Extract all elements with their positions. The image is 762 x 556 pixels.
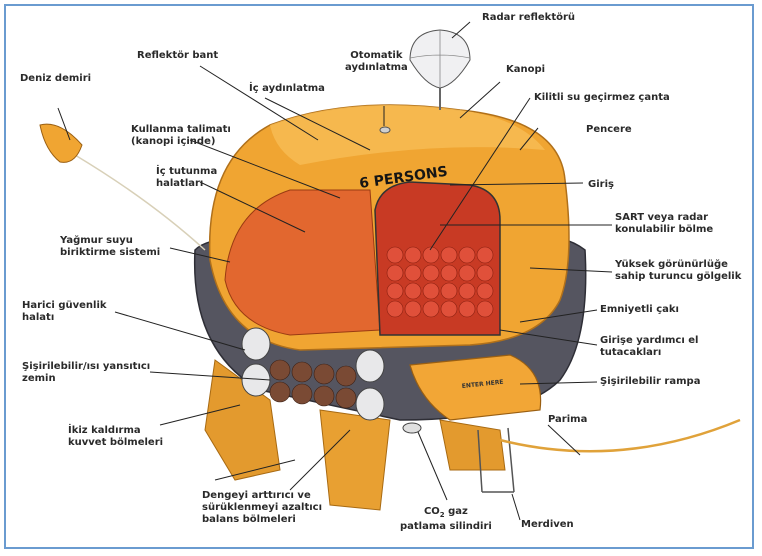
label-external-lifeline-line2: halatı <box>22 312 107 324</box>
label-sart-pocket-line1: SART veya radar <box>615 212 713 224</box>
label-rainwater-collector-line1: Yağmur suyu <box>60 235 160 247</box>
label-high-visibility-canopy: Yüksek görünürlüğe sahip turuncu gölgeli… <box>615 259 741 283</box>
label-instructions-line1: Kullanma talimatı <box>131 124 231 136</box>
label-boarding-handles-line1: Girişe yardımcı el <box>600 335 698 347</box>
label-insulated-floor-line1: Şişirilebilir/ısı yansıtıcı <box>22 361 150 373</box>
label-ballast-pockets-line1: Dengeyi arttırıcı ve <box>202 490 322 502</box>
label-rainwater-collector-line2: biriktirme sistemi <box>60 247 160 259</box>
label-external-lifeline-line1: Harici güvenlik <box>22 300 107 312</box>
label-instructions: Kullanma talimatı (kanopi içinde) <box>131 124 231 148</box>
label-radar-reflector: Radar reflektörü <box>482 12 575 24</box>
label-ballast-pockets-line2: sürüklenmeyi azaltıcı <box>202 502 322 514</box>
label-instructions-line2: (kanopi içinde) <box>131 136 231 148</box>
label-co2-cylinder-line2: patlama silindiri <box>400 521 492 533</box>
label-ballast-pockets: Dengeyi arttırıcı ve sürüklenmeyi azaltı… <box>202 490 322 526</box>
label-inner-lifelines: İç tutunma halatları <box>156 166 217 190</box>
label-interior-light: İç aydınlatma <box>249 83 325 95</box>
label-rainwater-collector: Yağmur suyu biriktirme sistemi <box>60 235 160 259</box>
label-window: Pencere <box>586 124 632 136</box>
label-ballast-pockets-line3: balans bölmeleri <box>202 514 322 526</box>
label-automatic-light-line2: aydınlatma <box>345 62 408 74</box>
label-sart-pocket: SART veya radar konulabilir bölme <box>615 212 713 236</box>
label-co2-cylinder: CO2 gaz patlama silindiri <box>400 506 492 533</box>
label-inner-lifelines-line1: İç tutunma <box>156 166 217 178</box>
label-insulated-floor-line2: zemin <box>22 373 150 385</box>
label-painter: Parima <box>548 414 587 426</box>
label-high-visibility-canopy-line2: sahip turuncu gölgelik <box>615 271 741 283</box>
label-automatic-light: Otomatik aydınlatma <box>345 50 408 74</box>
radar-reflector <box>410 30 470 110</box>
label-high-visibility-canopy-line1: Yüksek görünürlüğe <box>615 259 741 271</box>
label-safety-knife: Emniyetli çakı <box>600 304 679 316</box>
label-entrance: Giriş <box>588 179 614 191</box>
label-sart-pocket-line2: konulabilir bölme <box>615 224 713 236</box>
label-inner-lifelines-line2: halatları <box>156 178 217 190</box>
label-canopy: Kanopi <box>506 64 545 76</box>
label-reflective-tape: Reflektör bant <box>137 50 218 62</box>
label-twin-lift-chambers: İkiz kaldırma kuvvet bölmeleri <box>68 425 163 449</box>
co2-cylinder <box>403 423 421 433</box>
label-sea-anchor: Deniz demiri <box>20 73 91 85</box>
label-automatic-light-line1: Otomatik <box>345 50 408 62</box>
label-twin-lift-chambers-line2: kuvvet bölmeleri <box>68 437 163 449</box>
label-co2-cylinder-line1: CO2 gaz <box>400 506 492 521</box>
label-boarding-handles-line2: tutacakları <box>600 347 698 359</box>
label-inflatable-ramp: Şişirilebilir rampa <box>600 376 700 388</box>
label-twin-lift-chambers-line1: İkiz kaldırma <box>68 425 163 437</box>
sea-anchor <box>40 124 82 162</box>
painter-line <box>500 420 740 451</box>
label-boarding-handles: Girişe yardımcı el tutacakları <box>600 335 698 359</box>
label-ladder: Merdiven <box>521 519 574 531</box>
label-external-lifeline: Harici güvenlik halatı <box>22 300 107 324</box>
label-insulated-floor: Şişirilebilir/ısı yansıtıcı zemin <box>22 361 150 385</box>
automatic-light <box>380 127 390 133</box>
label-waterproof-bag: Kilitli su geçirmez çanta <box>534 92 670 104</box>
